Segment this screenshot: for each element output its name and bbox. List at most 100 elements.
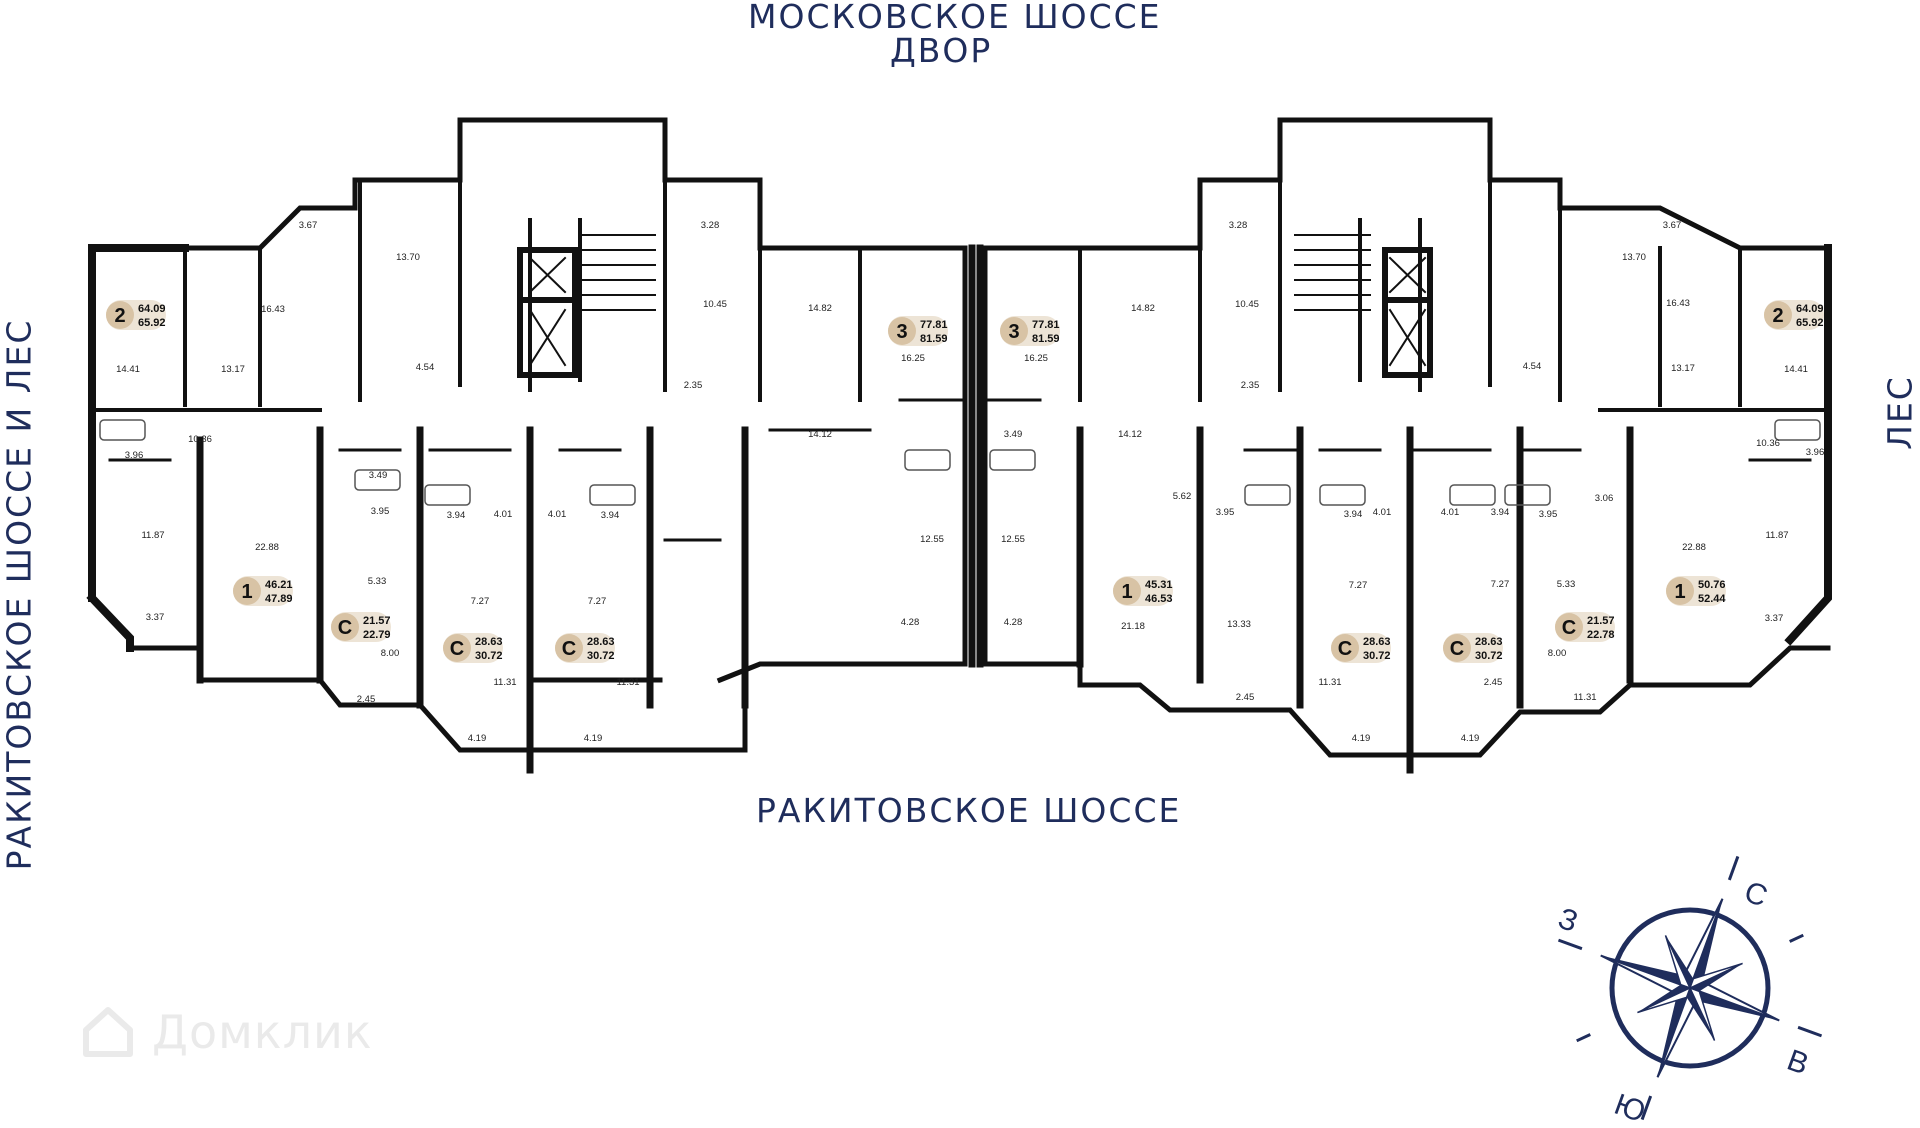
apartment-type: С	[450, 638, 464, 660]
room-area-label: 16.25	[1024, 353, 1048, 364]
room-area-label: 10.45	[1235, 299, 1259, 310]
badge-circle	[443, 634, 471, 662]
room-area-label: 3.37	[1765, 613, 1784, 624]
apartment-area-living: 46.21	[265, 579, 293, 591]
apartment-area-living: 77.81	[920, 319, 948, 331]
apartment-type: 1	[1121, 581, 1132, 603]
room-area-label: 4.54	[416, 362, 435, 373]
room-area-label: 8.00	[1548, 648, 1567, 659]
compass-rose: С В Ю З	[1554, 855, 1823, 1128]
room-area-label: 22.88	[1682, 542, 1706, 553]
room-area-label: 11.31	[1573, 692, 1596, 703]
room-area-label: 4.19	[1352, 733, 1371, 744]
apartment-area-total: 30.72	[1363, 650, 1391, 662]
room-area-label: 3.49	[369, 470, 388, 481]
badge-circle	[1443, 634, 1471, 662]
watermark-text: Домклик	[152, 1005, 373, 1059]
room-area-label: 12.55	[1001, 534, 1025, 545]
room-area-label: 2.45	[1484, 677, 1503, 688]
apartment-type: 3	[896, 321, 907, 343]
apartment-type: 1	[1674, 581, 1685, 603]
compass-north-label: С	[1740, 875, 1772, 913]
room-area-label: 16.43	[261, 304, 285, 315]
room-area-label: 13.70	[396, 252, 420, 263]
apartment-area-living: 21.57	[1587, 615, 1615, 627]
room-area-label: 3.37	[146, 612, 165, 623]
apartment-area-total: 30.72	[587, 650, 615, 662]
room-area-label: 13.17	[221, 364, 245, 375]
apartment-area-living: 45.31	[1145, 579, 1173, 591]
badge-circle	[1000, 317, 1028, 345]
room-area-label: 14.12	[1118, 429, 1142, 440]
apartment-area-living: 64.09	[138, 303, 166, 315]
room-area-label: 2.35	[1241, 380, 1260, 391]
room-area-label: 13.70	[1622, 252, 1646, 263]
room-area-label: 14.41	[1784, 364, 1808, 375]
apartment-area-living: 28.63	[587, 636, 615, 648]
room-area-label: 4.28	[1004, 617, 1023, 628]
room-area-label: 3.95	[371, 506, 390, 517]
room-area-label: 14.41	[116, 364, 140, 375]
apartment-badge[interactable]: 2 64.09 65.92	[106, 300, 166, 330]
compass-ring	[1609, 907, 1771, 1069]
room-area-label: 12.55	[920, 534, 944, 545]
apartment-type: С	[338, 617, 352, 639]
badge-circle	[233, 577, 261, 605]
room-area-label: 7.27	[1491, 579, 1510, 590]
apartment-area-total: 65.92	[1796, 317, 1824, 329]
apartment-type: С	[562, 638, 576, 660]
room-area-label: 7.27	[1349, 580, 1368, 591]
walls	[86, 117, 1832, 774]
room-area-label: 4.01	[494, 509, 513, 520]
room-area-label: 3.94	[1491, 507, 1510, 518]
apartment-type: С	[1338, 638, 1352, 660]
room-area-label: 3.28	[701, 220, 720, 231]
room-area-label: 4.19	[584, 733, 603, 744]
apartment-area-total: 81.59	[920, 333, 948, 345]
room-area-label: 3.95	[1216, 507, 1235, 518]
badge-circle	[1113, 577, 1141, 605]
apartment-area-total: 65.92	[138, 317, 166, 329]
badge-circle	[106, 301, 134, 329]
apartment-area-total: 22.79	[363, 629, 391, 641]
room-area-label: 5.33	[1557, 579, 1576, 590]
compass-east-label: В	[1783, 1044, 1813, 1082]
room-area-label: 3.94	[1344, 509, 1363, 520]
room-area-label: 16.43	[1666, 298, 1690, 309]
apartment-area-living: 21.57	[363, 615, 391, 627]
room-area-label: 16.25	[901, 353, 925, 364]
room-area-label: 10.36	[188, 434, 212, 445]
fixtures	[99, 419, 1821, 506]
apartment-area-living: 64.09	[1796, 303, 1824, 315]
apartment-badge[interactable]: С 21.57 22.79	[331, 612, 391, 642]
apartment-badge[interactable]: 1 45.31 46.53	[1113, 576, 1173, 606]
apartment-area-living: 50.76	[1698, 579, 1726, 591]
badge-circle	[888, 317, 916, 345]
room-area-label: 10.45	[703, 299, 727, 310]
house-logo-icon	[83, 1007, 133, 1057]
apartment-badge[interactable]: С 28.63 30.72	[555, 633, 615, 663]
apartment-area-total: 46.53	[1145, 593, 1173, 605]
compass-star-icon	[1557, 855, 1823, 1121]
room-area-label: 2.45	[357, 694, 376, 705]
badge-circle	[1331, 634, 1359, 662]
apartment-badge[interactable]: 2 64.09 65.92	[1764, 300, 1824, 330]
room-area-label: 4.19	[468, 733, 487, 744]
apartment-type: 2	[114, 305, 125, 327]
apartment-type: С	[1562, 617, 1576, 639]
room-area-label: 4.19	[1461, 733, 1480, 744]
apartment-type: 2	[1772, 305, 1783, 327]
room-area-label: 3.67	[1663, 220, 1682, 231]
room-area-label: 11.87	[1765, 530, 1788, 541]
room-area-label: 5.62	[1173, 491, 1192, 502]
room-area-label: 7.27	[471, 596, 490, 607]
apartment-type: С	[1450, 638, 1464, 660]
apartment-badge[interactable]: 3 77.81 81.59	[888, 316, 948, 346]
